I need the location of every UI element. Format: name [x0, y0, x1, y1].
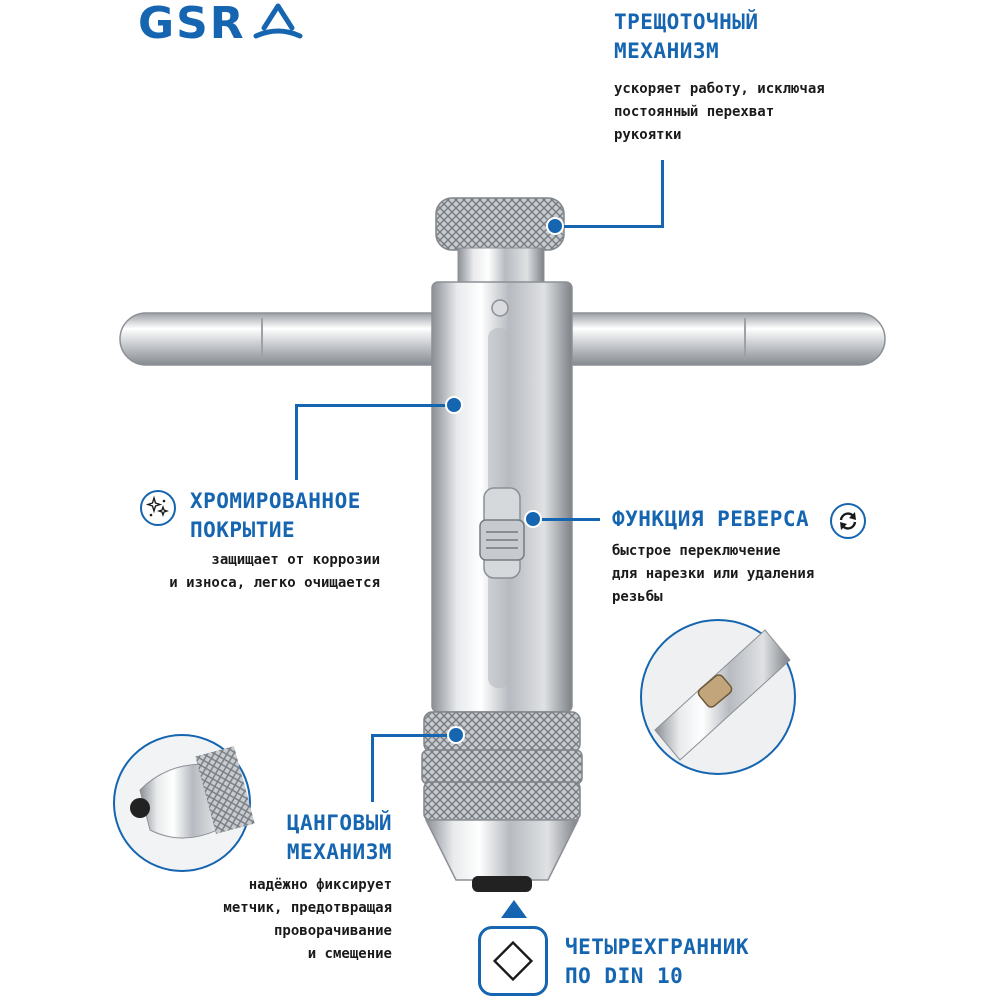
square-drive-badge [478, 926, 548, 996]
reverse-title: ФУНКЦИЯ РЕВЕРСА [612, 507, 810, 531]
square-title: ЧЕТЫРЕХГРАННИК ПО DIN 10 [565, 935, 750, 988]
chrome-callout-line-v [295, 404, 298, 480]
logo-text: GSR [138, 0, 246, 49]
chrome-callout-line-h [295, 404, 455, 407]
collet-callout-line-v [371, 734, 374, 802]
reverse-desc: быстрое переключение для нарезки или уда… [612, 543, 815, 605]
chrome-desc: защищает от коррозии и износа, легко очи… [169, 552, 380, 591]
reverse-callout-dot [524, 510, 542, 528]
collet-callout-line-h [371, 734, 457, 737]
collet-desc: надёжно фиксирует метчик, предотвращая п… [223, 877, 392, 962]
ratchet-callout-line-h [556, 225, 664, 228]
reverse-icon-badge [830, 503, 866, 539]
ratchet-title: ТРЕЩОТОЧНЫЙ МЕХАНИЗМ [614, 10, 759, 63]
ratchet-callout-line-v [661, 160, 664, 228]
reverse-callout-line-h [532, 518, 600, 521]
collet-title: ЦАНГОВЫЙ МЕХАНИЗМ [286, 811, 392, 864]
chrome-title: ХРОМИРОВАННОЕ ПОКРЫТИЕ [190, 489, 361, 542]
collet-callout-dot [447, 726, 465, 744]
reverse-arrows-icon [839, 512, 857, 530]
chrome-callout-dot [445, 396, 463, 414]
brand-logo: GSR [138, 2, 306, 46]
ratchet-desc: ускоряет работу, исключая постоянный пер… [614, 81, 825, 143]
ratchet-callout-dot [546, 217, 564, 235]
square-drive-icon [492, 940, 534, 982]
chrome-icon-badge [140, 490, 176, 526]
square-pointer-arrow-icon [501, 900, 527, 918]
logo-mark-icon [253, 3, 303, 39]
sparkle-icon [145, 495, 170, 518]
